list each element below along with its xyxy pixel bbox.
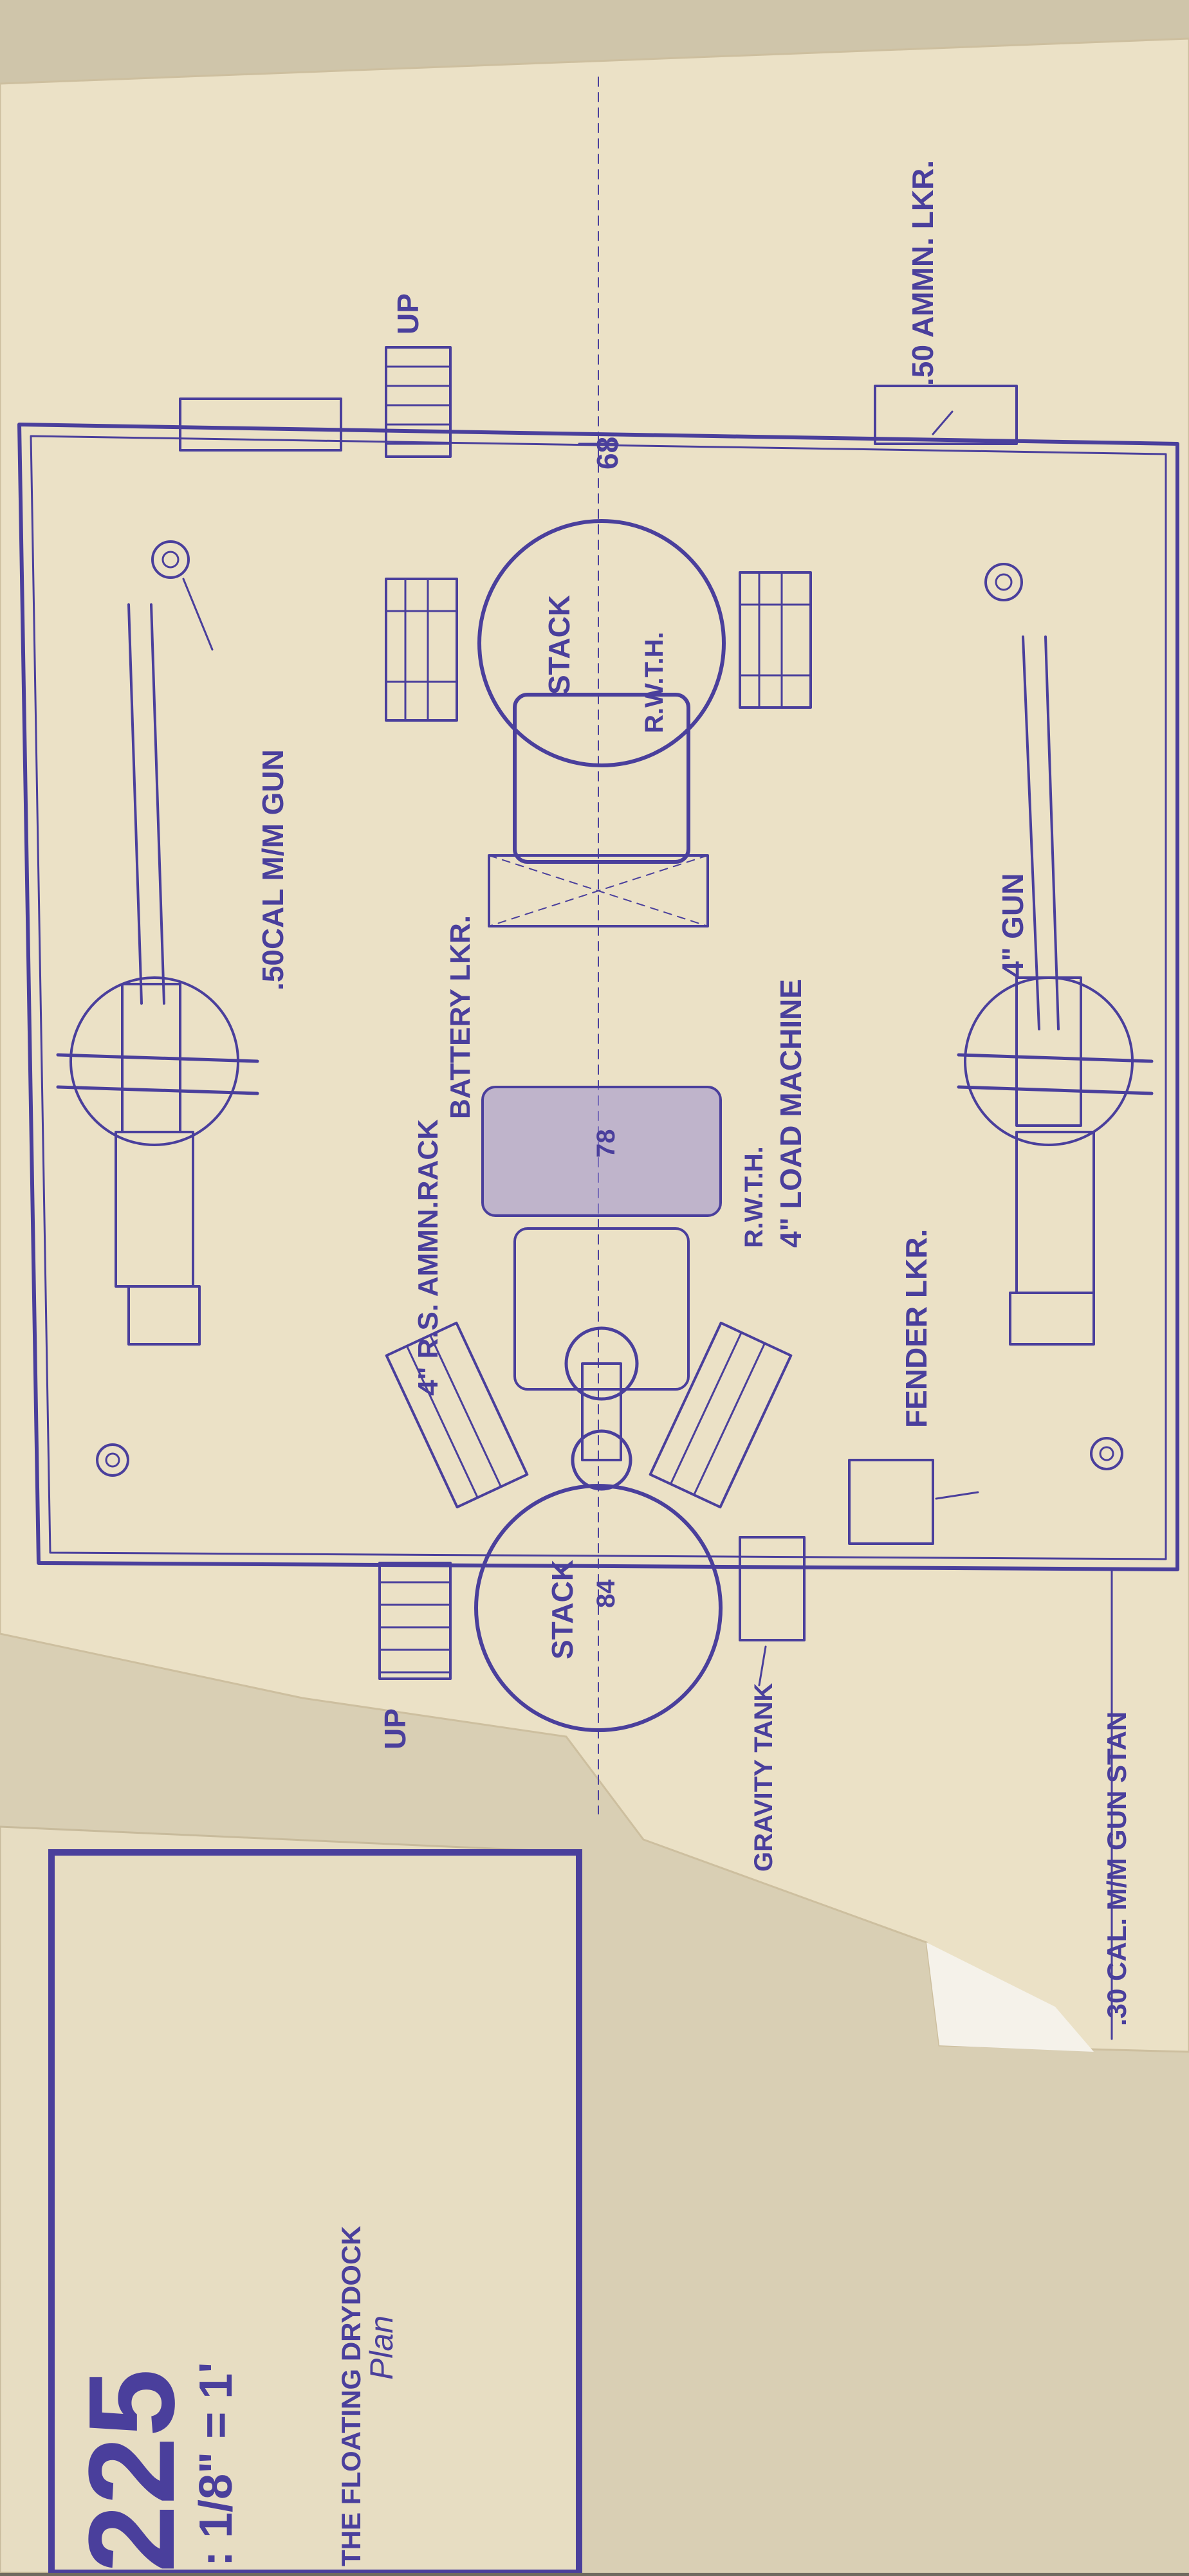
paper-top-shadow — [0, 0, 1189, 84]
label-frame-68: 68 — [591, 437, 624, 470]
gun-4in-drawing — [957, 563, 1154, 1346]
torn-corner — [926, 1942, 1094, 2052]
label-ammn-lkr-50: .50 AMMN. LKR. — [906, 160, 939, 386]
label-frame-84: 84 — [592, 1579, 620, 1608]
deck-outline-inner — [30, 435, 1167, 1560]
rack-fwd-right — [649, 1321, 793, 1509]
bitt-right — [1090, 1437, 1123, 1470]
title-card-handwritten-note: Plan — [364, 2316, 400, 2380]
ladder-bottom — [378, 1562, 452, 1680]
ladder-top — [385, 346, 452, 458]
deck-outline — [17, 423, 1179, 1571]
stack-fwd — [474, 1484, 723, 1732]
link-ring-lower — [571, 1429, 632, 1491]
link-ring-upper — [564, 1326, 639, 1401]
battery-locker — [481, 1086, 722, 1217]
label-rwth-aft: R.W.T.H. — [640, 632, 668, 733]
plan-labels: UP .50 AMMN. LKR. 68 .50CAL M/M GUN STAC… — [256, 160, 1132, 2026]
rack-aft-left — [385, 578, 458, 722]
label-gun-4in: 4" GUN — [996, 873, 1029, 978]
label-gun-stan-30: .30 CAL. M/M GUN STAN — [1101, 1712, 1132, 2026]
plan-linework — [17, 77, 1179, 2040]
label-gravity-tank: GRAVITY TANK — [750, 1683, 778, 1872]
label-rs-ammn-rack: 4" R.S. AMMN.RACK — [412, 1119, 444, 1396]
label-fender-lkr: FENDER LKR. — [899, 1229, 933, 1428]
title-card-scale: : 1/8" = 1' — [190, 2362, 242, 2566]
load-machine — [488, 854, 709, 927]
title-card-title: THE FLOATING DRYDOCK — [336, 2225, 366, 2566]
title-card: 225 : 1/8" = 1' THE FLOATING DRYDOCK Pla… — [48, 1849, 582, 2576]
rwth-aft-box — [513, 693, 690, 864]
label-gun-50cal: .50CAL M/M GUN — [256, 749, 290, 991]
top-locker-box — [179, 397, 342, 452]
rack-fwd-left — [385, 1321, 529, 1509]
gun-50cal-drawing — [56, 540, 259, 1346]
fender-locker — [848, 1459, 934, 1545]
title-card-number: 225 — [64, 2369, 200, 2573]
rwth-mid-box — [513, 1227, 690, 1391]
label-up-bottom: UP — [378, 1708, 412, 1749]
stack-aft — [477, 519, 726, 767]
label-up-top: UP — [391, 293, 425, 334]
label-rwth-mid: R.W.T.H. — [740, 1146, 768, 1248]
ammn-locker-50 — [874, 385, 1018, 445]
label-frame-78: 78 — [592, 1129, 620, 1158]
gravity-tank — [739, 1536, 806, 1641]
bitt-left — [96, 1443, 129, 1477]
label-stack-fwd: STACK — [546, 1560, 579, 1659]
label-load-machine: 4" LOAD MACHINE — [774, 979, 807, 1248]
rack-aft-right — [739, 571, 812, 709]
main-plan-sheet — [0, 37, 1189, 2053]
label-battery-lkr: BATTERY LKR. — [445, 915, 476, 1119]
label-stack-aft: STACK — [542, 595, 576, 695]
